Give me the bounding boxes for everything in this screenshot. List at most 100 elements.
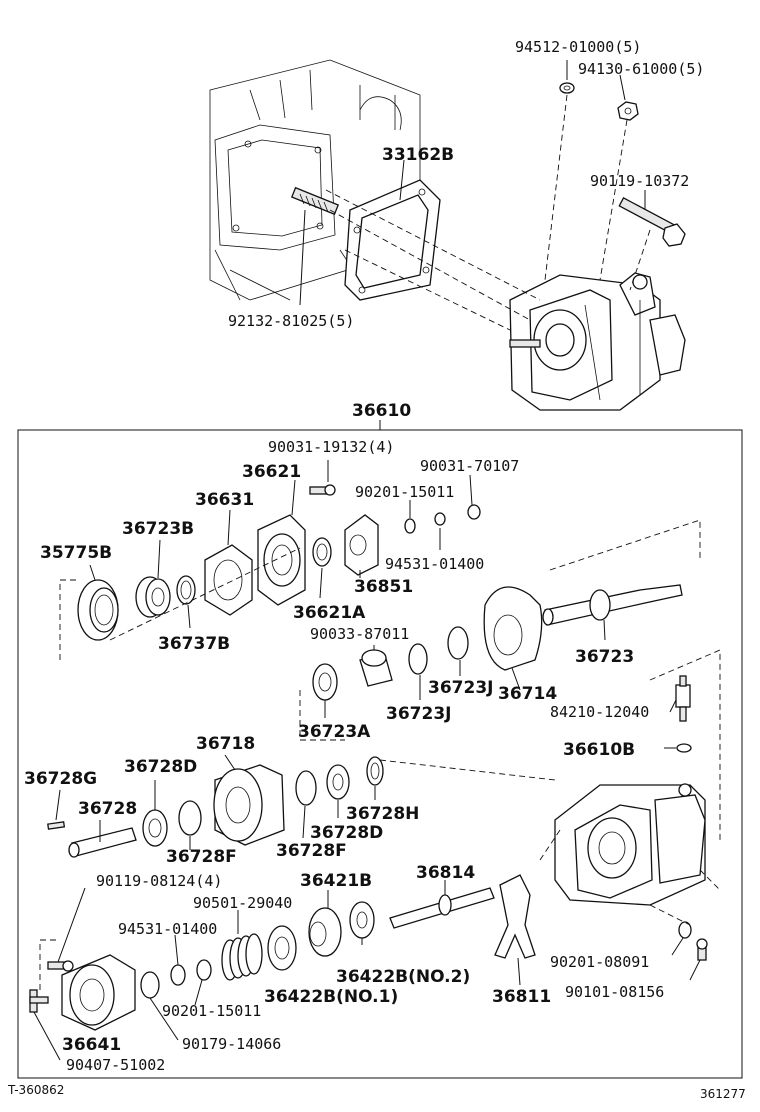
label-90119-08124: 90119-08124(4) — [96, 872, 222, 890]
pin-36728g — [47, 821, 66, 830]
spring-90501 — [221, 933, 263, 981]
assembly-boundary-box — [17, 429, 743, 1079]
label-84210-12040: 84210-12040 — [550, 703, 649, 721]
label-36714: 36714 — [498, 684, 557, 704]
label-36728d-a: 36728D — [124, 757, 197, 777]
label-36814: 36814 — [416, 863, 475, 883]
washer-94512 — [559, 82, 575, 94]
figure-ref-left: T-360862 — [7, 1083, 64, 1097]
label-36737b: 36737B — [158, 634, 230, 654]
figure-ref-right: 361277 — [700, 1087, 746, 1101]
label-36728d-b: 36728D — [310, 823, 383, 843]
label-36723: 36723 — [575, 647, 634, 667]
label-36723j-b: 36723J — [386, 704, 451, 724]
label-90033-87011: 90033-87011 — [310, 625, 409, 643]
washer-36728h — [366, 756, 384, 786]
label-36811: 36811 — [492, 987, 551, 1007]
label-90201-08091: 90201-08091 — [550, 953, 649, 971]
pto-assembly-top — [509, 272, 686, 411]
bearing-36723a — [312, 663, 338, 701]
label-94531-01400-bottom: 94531-01400 — [118, 920, 217, 938]
breather-90407 — [29, 989, 49, 1013]
oil-seal-35775b — [77, 579, 119, 641]
bolt-90119-08124 — [47, 960, 74, 972]
label-36851: 36851 — [354, 577, 413, 597]
bearing-36728d-right — [326, 764, 350, 800]
bearing-36728d-left — [142, 809, 168, 847]
bracket-36851 — [344, 514, 379, 576]
label-90101-08156: 90101-08156 — [565, 983, 664, 1001]
pto-case-right — [554, 783, 706, 906]
shaft-36723 — [542, 584, 683, 626]
snap-ring-36728f-left — [178, 800, 202, 836]
retainer-36422b-no1 — [267, 925, 297, 971]
small-washers-top — [404, 504, 481, 534]
cover-36621 — [257, 514, 306, 606]
label-36723b: 36723B — [122, 519, 194, 539]
label-36610b: 36610B — [563, 740, 635, 760]
snap-ring-36728f-right — [295, 770, 317, 806]
label-90501-29040: 90501-29040 — [193, 894, 292, 912]
label-90407-51002: 90407-51002 — [66, 1056, 165, 1074]
label-33162b: 33162B — [382, 145, 454, 165]
washer-36737b — [176, 575, 196, 605]
label-90179-14066: 90179-14066 — [182, 1035, 281, 1053]
washers-bottom — [170, 959, 212, 986]
label-90201-15011-top: 90201-15011 — [355, 483, 454, 501]
gasket-36631 — [204, 544, 253, 616]
label-36723a: 36723A — [298, 722, 371, 742]
leader-lines-box — [33, 460, 701, 1061]
label-36421b: 36421B — [300, 871, 372, 891]
gear-36718 — [213, 764, 285, 846]
label-36621: 36621 — [242, 462, 301, 482]
label-36422b-no1: 36422B(NO.1) — [264, 987, 398, 1007]
stud-bolt-92132 — [290, 186, 340, 216]
label-36728: 36728 — [78, 799, 137, 819]
label-94512-01000: 94512-01000(5) — [515, 38, 641, 56]
label-90031-19132: 90031-19132(4) — [268, 438, 394, 456]
sleeve-36421b — [308, 907, 342, 957]
gasket-33162b — [344, 179, 441, 301]
label-94130-61000: 94130-61000(5) — [578, 60, 704, 78]
washer-90201-08091 — [678, 921, 692, 939]
label-36728f-a: 36728F — [166, 847, 237, 867]
shift-fork-36811 — [494, 874, 536, 959]
label-36641: 36641 — [62, 1035, 121, 1055]
gear-36714 — [483, 586, 543, 671]
bolt-90031-19132 — [309, 484, 336, 496]
label-36728g: 36728G — [24, 769, 97, 789]
cover-36641 — [61, 954, 136, 1031]
collar-90179 — [140, 971, 160, 999]
label-92132-81025: 92132-81025(5) — [228, 312, 354, 330]
label-35775b: 35775B — [40, 543, 112, 563]
washer-36610b — [676, 743, 692, 753]
spacer-90033 — [359, 649, 393, 687]
label-36718: 36718 — [196, 734, 255, 754]
needle-bearing-36723j — [408, 626, 469, 675]
label-90031-70107: 90031-70107 — [420, 457, 519, 475]
label-36728h: 36728H — [346, 804, 419, 824]
nut-94130 — [617, 101, 639, 121]
label-36728f-b: 36728F — [276, 841, 347, 861]
label-36621a: 36621A — [293, 603, 366, 623]
label-36610: 36610 — [352, 401, 411, 421]
label-36422b-no2: 36422B(NO.2) — [336, 967, 470, 987]
leader-dashes-top — [325, 94, 651, 331]
retainer-36422b-no2 — [349, 901, 375, 939]
shift-rod-36814 — [389, 887, 495, 929]
bearing-36723b — [135, 576, 171, 618]
shaft-36728 — [68, 827, 137, 858]
label-94531-01400-top: 94531-01400 — [385, 555, 484, 573]
label-36631: 36631 — [195, 490, 254, 510]
transmission-case-drawing — [209, 59, 421, 301]
label-90201-15011-bottom: 90201-15011 — [162, 1002, 261, 1020]
oil-seal-36621a — [312, 537, 332, 567]
label-36723j-a: 36723J — [428, 678, 493, 698]
bolt-90101-08156 — [696, 938, 708, 961]
switch-84210 — [675, 675, 691, 722]
label-90119-10372: 90119-10372 — [590, 172, 689, 190]
leader-dashes-box — [39, 519, 721, 990]
bolt-90119-10372 — [618, 197, 686, 247]
